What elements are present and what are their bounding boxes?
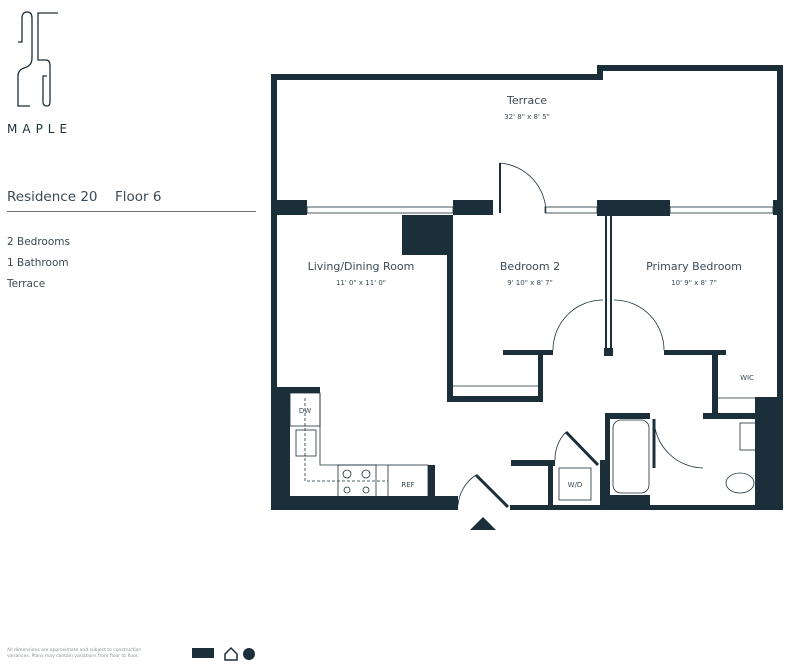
label-wic: WIC bbox=[740, 374, 754, 382]
disclaimer: All dimensions are approximate and subje… bbox=[7, 648, 142, 659]
label-dw: DW bbox=[299, 407, 311, 415]
divider bbox=[7, 211, 256, 212]
room-bedroom2-name: Bedroom 2 bbox=[500, 260, 560, 273]
walls bbox=[271, 65, 783, 510]
label-wd: W/D bbox=[568, 481, 583, 489]
entry-arrow-icon bbox=[470, 517, 496, 530]
feature-bathrooms: 1 Bathroom bbox=[7, 257, 69, 269]
room-terrace-name: Terrace bbox=[506, 94, 547, 107]
room-living-name: Living/Dining Room bbox=[308, 260, 415, 273]
room-bedroom2-dims: 9' 10" x 8' 7" bbox=[507, 279, 553, 287]
building-logo-icon bbox=[192, 648, 214, 658]
feature-terrace: Terrace bbox=[7, 278, 46, 290]
room-living-dims: 11' 0" x 11' 0" bbox=[336, 279, 386, 287]
room-primary-name: Primary Bedroom bbox=[646, 260, 742, 273]
footer-logos bbox=[192, 646, 255, 661]
brand-name: MAPLE bbox=[7, 122, 73, 136]
label-ref: REF bbox=[401, 481, 414, 489]
residence-label: Residence 20 bbox=[7, 189, 98, 205]
room-terrace-dims: 32' 8" x 8' 5" bbox=[504, 113, 550, 121]
brand-logo bbox=[17, 11, 58, 107]
accessibility-icon bbox=[243, 648, 255, 660]
feature-bedrooms: 2 Bedrooms bbox=[7, 236, 70, 248]
equal-housing-icon bbox=[224, 646, 238, 661]
floor-label: Floor 6 bbox=[115, 189, 162, 205]
room-primary-dims: 10' 9" x 8' 7" bbox=[671, 279, 717, 287]
